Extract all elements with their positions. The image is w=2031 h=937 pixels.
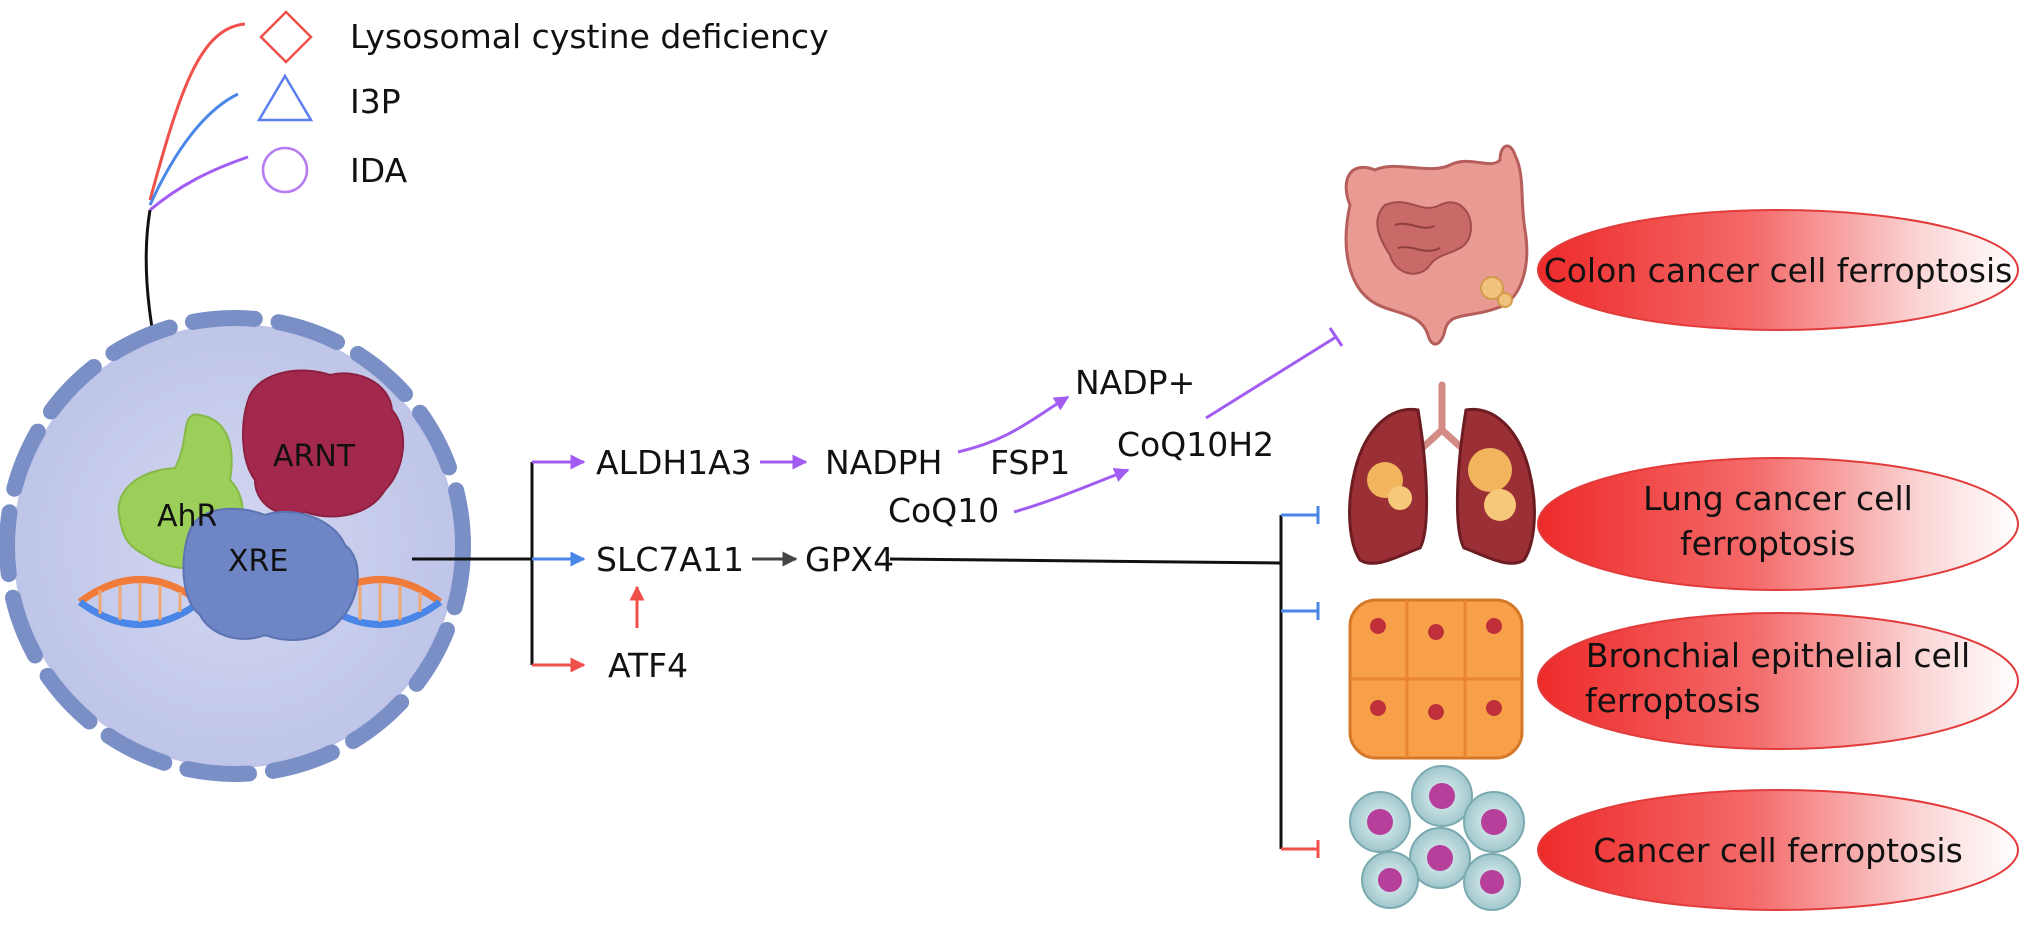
atf4-node: ATF4 xyxy=(608,646,688,685)
outcome-cancer: Cancer cell ferroptosis xyxy=(1537,789,2019,911)
pathway: ALDH1A3 SLC7A11 ATF4 NADPH NADP+ FSP1 Co… xyxy=(412,327,1344,858)
lungs-icon xyxy=(1348,381,1536,565)
inhibit-colon-line xyxy=(1205,335,1337,420)
legend-line-blue xyxy=(148,92,239,206)
legend-line-purple xyxy=(149,155,249,212)
cancer-cells-icon xyxy=(1349,765,1525,911)
outcome-lung-label-2: ferroptosis xyxy=(1680,524,1856,563)
outcome-lung: Lung cancer cell ferroptosis xyxy=(1537,457,2019,591)
inhibit-colon-bar xyxy=(1328,327,1344,347)
outcome-bronchial-label-2: ferroptosis xyxy=(1585,681,1761,720)
aldh1a3-node: ALDH1A3 xyxy=(596,443,752,482)
legend-label-ida: IDA xyxy=(350,151,408,190)
outcome-colon: Colon cancer cell ferroptosis xyxy=(1537,209,2019,331)
nadph-to-nadp-arrow xyxy=(957,395,1070,454)
gpx4-to-bracket-line xyxy=(889,557,1282,565)
legend-label-i3p: I3P xyxy=(350,82,401,121)
outcome-bronchial-label-1: Bronchial epithelial cell xyxy=(1586,636,1970,675)
fsp1-label: FSP1 xyxy=(990,443,1070,482)
coq10-to-coq10h2-arrow xyxy=(1013,467,1130,514)
outcome-cancer-label: Cancer cell ferroptosis xyxy=(1593,831,1963,870)
slc7a11-node: SLC7A11 xyxy=(596,540,744,579)
arnt-label: ARNT xyxy=(273,439,356,474)
epithelial-cells-icon xyxy=(1348,598,1524,760)
xre-label: XRE xyxy=(228,544,288,579)
colon-icon xyxy=(1344,144,1529,346)
arnt-protein xyxy=(242,369,405,518)
nadp-plus-node: NADP+ xyxy=(1075,363,1195,402)
gpx4-node: GPX4 xyxy=(805,540,894,579)
nuclear-envelope xyxy=(0,310,471,782)
outcome-lung-label-1: Lung cancer cell xyxy=(1643,479,1913,518)
ahr-label: AhR xyxy=(157,499,217,534)
xre-protein xyxy=(182,507,359,641)
coq10h2-node: CoQ10H2 xyxy=(1117,425,1274,464)
circle-icon xyxy=(261,146,309,194)
outcome-bronchial: Bronchial epithelial cell ferroptosis xyxy=(1537,612,2019,750)
legend-line-red xyxy=(148,22,246,201)
outcome-colon-label: Colon cancer cell ferroptosis xyxy=(1544,251,2013,290)
nucleus: AhR ARNT XRE xyxy=(0,310,471,782)
triangle-icon xyxy=(256,73,314,122)
coq10-node: CoQ10 xyxy=(888,491,999,530)
legend: Lysosomal cystine deficiency I3P IDA xyxy=(144,10,829,432)
nadph-node: NADPH xyxy=(825,443,942,482)
legend-label-cystine: Lysosomal cystine deficiency xyxy=(350,17,829,56)
diamond-icon xyxy=(259,10,313,64)
